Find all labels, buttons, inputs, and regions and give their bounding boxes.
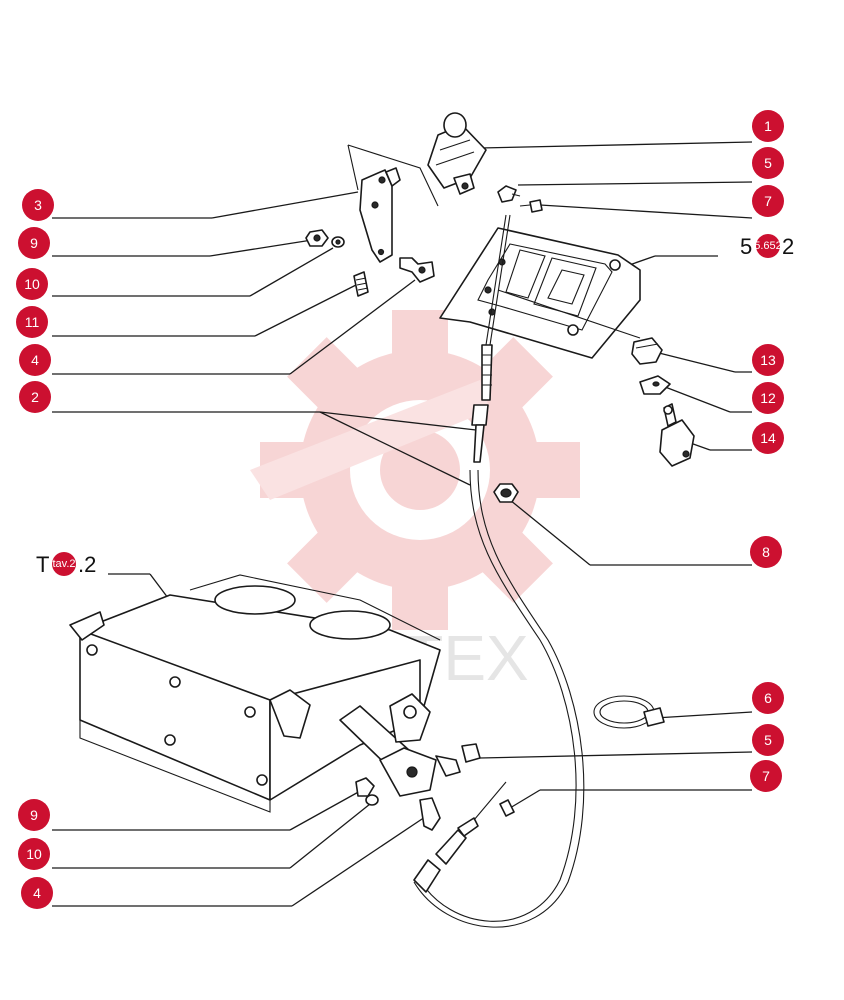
callout-14[interactable]: 14 — [752, 422, 784, 454]
callout-10-top[interactable]: 10 — [16, 268, 48, 300]
svg-text:3: 3 — [34, 197, 42, 213]
callout-6[interactable]: 6 — [752, 682, 784, 714]
reference-left-prefix: T — [36, 552, 49, 577]
top-fasteners — [305, 229, 435, 297]
side-parts — [631, 337, 695, 467]
callout-10-bottom[interactable]: 10 — [18, 838, 50, 870]
callout-7-bottom[interactable]: 7 — [750, 760, 782, 792]
svg-text:14: 14 — [760, 430, 776, 446]
callout-1[interactable]: 1 — [752, 110, 784, 142]
lever-bracket — [347, 144, 439, 263]
callout-2[interactable]: 2 — [19, 381, 51, 413]
callout-9-top[interactable]: 9 — [18, 227, 50, 259]
reference-top-right-badge — [756, 234, 780, 258]
gear-lever-assembly — [427, 112, 487, 195]
callout-13[interactable]: 13 — [752, 344, 784, 376]
reference-left-suffix: .2 — [78, 552, 96, 577]
svg-text:11: 11 — [25, 314, 40, 330]
svg-text:8: 8 — [762, 544, 770, 560]
callout-4-bottom[interactable]: 4 — [21, 877, 53, 909]
svg-text:10: 10 — [26, 846, 42, 862]
hose-clamp — [593, 695, 665, 729]
svg-text:1: 1 — [764, 118, 772, 134]
svg-text:5: 5 — [764, 732, 772, 748]
leader-lines — [52, 141, 753, 907]
callout-9-bottom[interactable]: 9 — [18, 799, 50, 831]
reference-top-right-prefix: 5 — [740, 234, 752, 259]
svg-text:9: 9 — [30, 807, 38, 823]
reference-left: T tav.2 .2 — [36, 552, 96, 577]
reference-left-badge-text: tav.2 — [52, 558, 75, 570]
callout-7-top[interactable]: 7 — [752, 185, 784, 217]
callout-11[interactable]: 11 — [16, 306, 48, 338]
svg-text:6: 6 — [764, 690, 772, 706]
svg-text:5: 5 — [764, 155, 772, 171]
svg-text:13: 13 — [760, 352, 776, 368]
callout-8[interactable]: 8 — [750, 536, 782, 568]
lower-fasteners — [355, 777, 515, 831]
reference-top-right-badge-text: 5.652 — [754, 240, 782, 252]
callout-12[interactable]: 12 — [752, 382, 784, 414]
callout-4-top[interactable]: 4 — [19, 344, 51, 376]
callout-5-bottom[interactable]: 5 — [752, 724, 784, 756]
mounting-plate — [439, 227, 641, 359]
reference-top-right-suffix: 2 — [782, 234, 794, 259]
svg-text:2: 2 — [31, 389, 39, 405]
control-cable — [413, 214, 585, 928]
reference-top-right: 5 5.652 2 — [740, 234, 794, 259]
watermark-gear-logo — [250, 310, 580, 630]
svg-text:4: 4 — [31, 352, 39, 368]
svg-text:7: 7 — [764, 193, 772, 209]
svg-text:9: 9 — [30, 235, 38, 251]
svg-text:10: 10 — [24, 276, 40, 292]
svg-text:12: 12 — [760, 390, 776, 406]
gearbox-linkage — [339, 693, 481, 797]
callout-5-top[interactable]: 5 — [752, 147, 784, 179]
reference-left-badge — [52, 552, 76, 576]
callout-3[interactable]: 3 — [22, 189, 54, 221]
svg-text:4: 4 — [33, 885, 41, 901]
gearbox-housing — [69, 574, 441, 813]
cable-nut — [493, 483, 519, 503]
svg-text:7: 7 — [762, 768, 770, 784]
top-screws — [497, 185, 543, 213]
